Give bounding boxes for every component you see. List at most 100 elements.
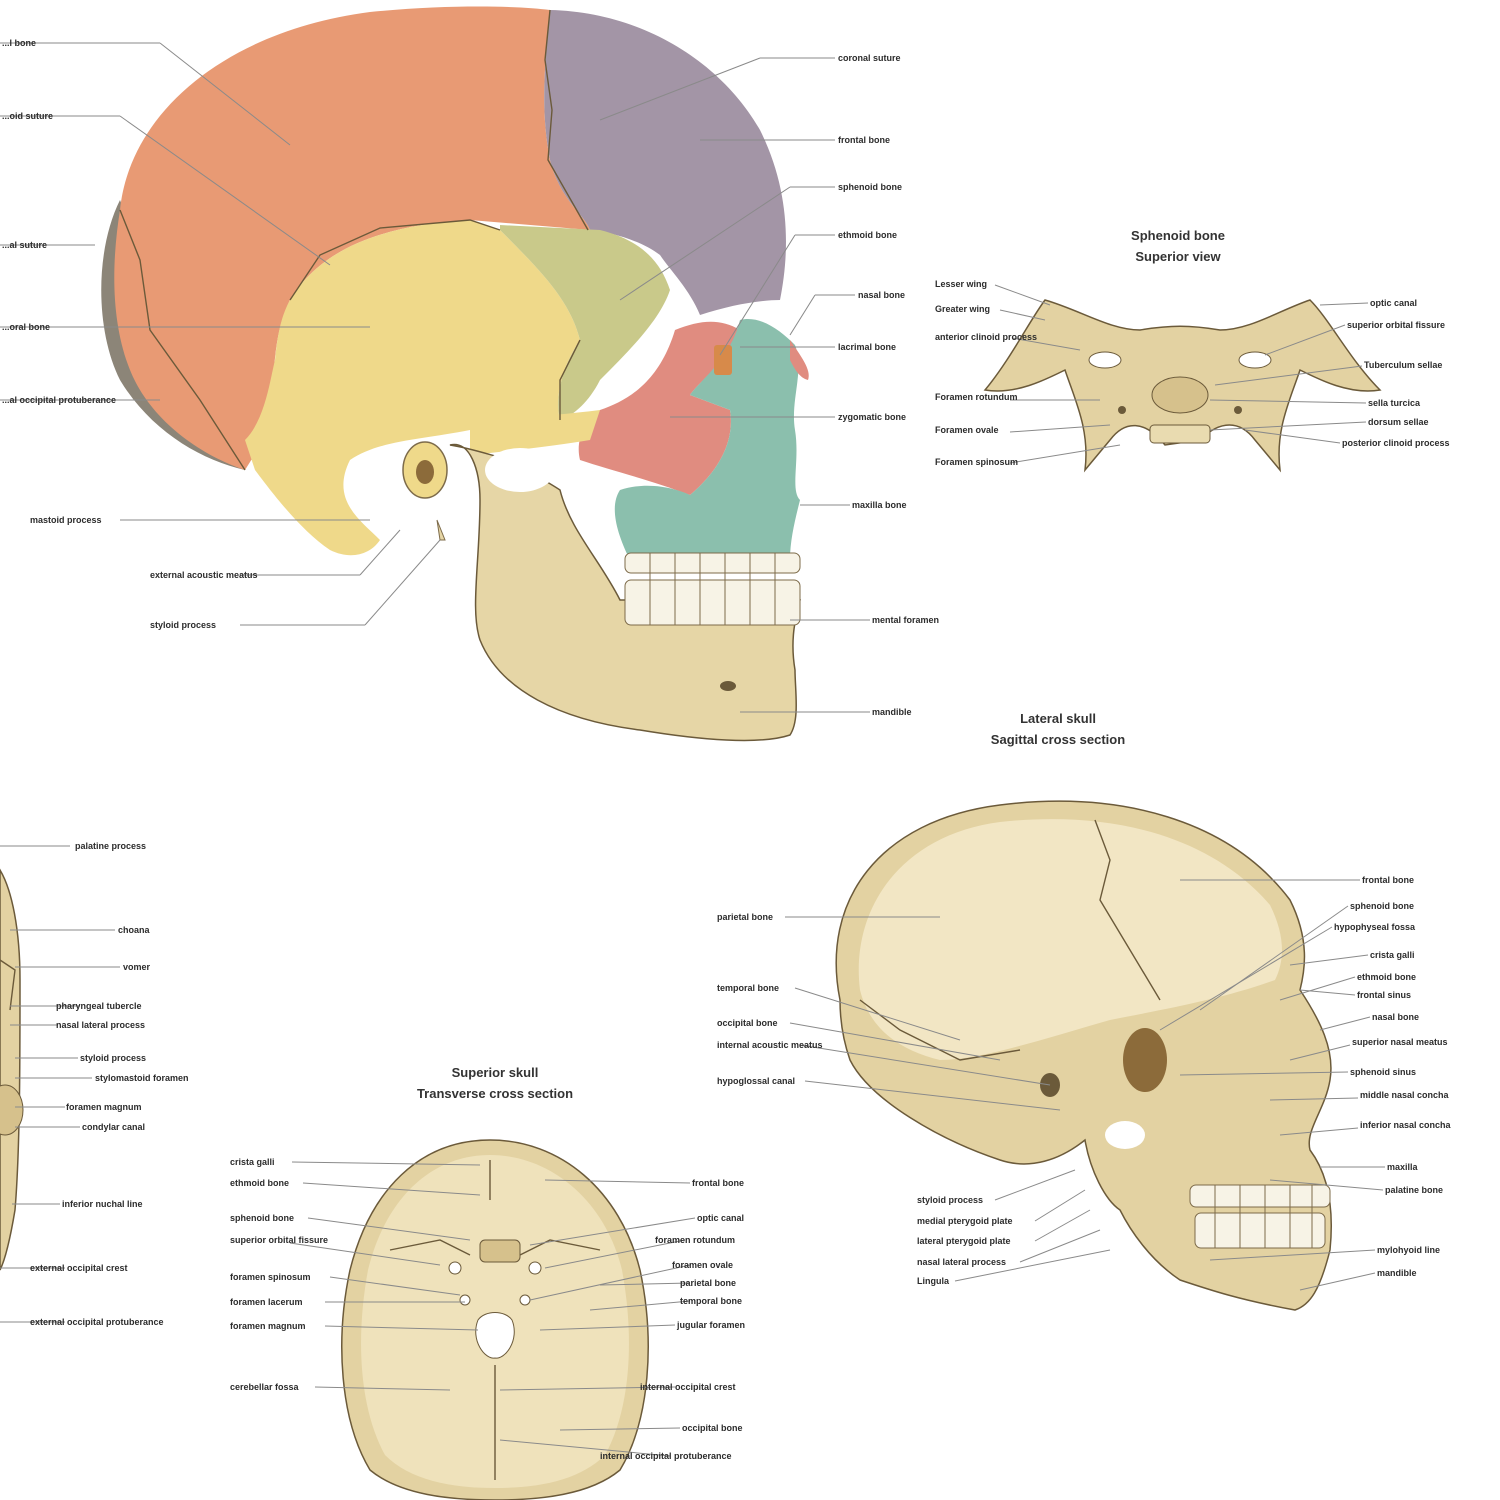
sagittal-labels: parietal bone temporal bone occipital bo… [717, 875, 1452, 1286]
lateral-leaders [0, 42, 870, 713]
label: lateral pterygoid plate [917, 1236, 1011, 1246]
label: optic canal [697, 1213, 744, 1223]
frontal-region [544, 10, 786, 315]
maxilla-region [614, 319, 800, 560]
label: jugular foramen [676, 1320, 745, 1330]
superior-subtitle: Transverse cross section [417, 1086, 573, 1101]
label: crista galli [1370, 950, 1415, 960]
temporal-region [245, 220, 580, 556]
sphenoid-leaders [994, 284, 1369, 464]
label: dorsum sellae [1368, 417, 1429, 427]
label: cerebellar fossa [230, 1382, 300, 1392]
label: nasal bone [1372, 1012, 1419, 1022]
label: mandible [1377, 1268, 1417, 1278]
label: zygomatic bone [838, 412, 906, 422]
label: superior nasal meatus [1352, 1037, 1448, 1047]
label: internal acoustic meatus [717, 1040, 823, 1050]
label: nasal bone [858, 290, 905, 300]
sagittal-title: Lateral skull [1020, 711, 1096, 726]
superior-illustration [341, 1139, 649, 1500]
label: sphenoid bone [1350, 901, 1414, 911]
label: superior orbital fissure [1347, 320, 1445, 330]
label: internal occipital crest [640, 1382, 736, 1392]
inferior-leaders [0, 845, 120, 1323]
label: parietal bone [717, 912, 773, 922]
label: styloid process [80, 1053, 146, 1063]
label: lacrimal bone [838, 342, 896, 352]
label: posterior clinoid process [1342, 438, 1450, 448]
label: superior orbital fissure [230, 1235, 328, 1245]
superior-labels: crista galli ethmoid bone sphenoid bone … [230, 1157, 745, 1461]
superior-title: Superior skull [452, 1065, 539, 1080]
label: palatine bone [1385, 1185, 1443, 1195]
label: external occipital crest [30, 1263, 128, 1273]
label: frontal bone [692, 1178, 744, 1188]
label: ...al suture [2, 240, 47, 250]
mandible-region [449, 443, 801, 742]
label: optic canal [1370, 298, 1417, 308]
label: palatine process [75, 841, 146, 851]
label: ethmoid bone [230, 1178, 289, 1188]
lateral-skull-illustration [101, 6, 809, 742]
inferior-labels: palatine process choana vomer pharyngeal… [30, 841, 189, 1327]
label: sphenoid bone [838, 182, 902, 192]
label: frontal bone [838, 135, 890, 145]
label: inferior nasal concha [1360, 1120, 1452, 1130]
label: maxilla bone [852, 500, 907, 510]
label: Greater wing [935, 304, 990, 314]
label: occipital bone [717, 1018, 778, 1028]
label: foramen ovale [672, 1260, 733, 1270]
sphenoid-title: Sphenoid bone [1131, 228, 1225, 243]
label: parietal bone [680, 1278, 736, 1288]
label: hypoglossal canal [717, 1076, 795, 1086]
label: frontal sinus [1357, 990, 1411, 1000]
label: sphenoid sinus [1350, 1067, 1416, 1077]
label: condylar canal [82, 1122, 145, 1132]
sphenoid-illustration [983, 299, 1382, 473]
lateral-labels-right: coronal suture frontal bone sphenoid bon… [838, 53, 939, 717]
label: styloid process [150, 620, 216, 630]
label: middle nasal concha [1360, 1090, 1450, 1100]
label: occipital bone [682, 1423, 743, 1433]
label: nasal lateral process [917, 1257, 1006, 1267]
label: foramen rotundum [655, 1235, 735, 1245]
label: ...oid suture [2, 111, 53, 121]
sphenoid-region [500, 225, 670, 420]
sphenoid-labels: Lesser wing Greater wing anterior clinoi… [935, 279, 1450, 467]
teeth [624, 552, 801, 626]
label: foramen magnum [66, 1102, 142, 1112]
label: sella turcica [1368, 398, 1421, 408]
sagittal-subtitle: Sagittal cross section [991, 732, 1125, 747]
label: choana [118, 925, 151, 935]
label: Lesser wing [935, 279, 987, 289]
label: external acoustic meatus [150, 570, 258, 580]
label: Foramen rotundum [935, 392, 1018, 402]
label: ...oral bone [2, 322, 50, 332]
label: hypophyseal fossa [1334, 922, 1416, 932]
label: Foramen ovale [935, 425, 999, 435]
label: internal occipital protuberance [600, 1451, 732, 1461]
label: inferior nuchal line [62, 1199, 143, 1209]
label: temporal bone [717, 983, 779, 993]
sagittal-leaders [785, 879, 1385, 1291]
label: ...al occipital protuberance [2, 395, 116, 405]
inferior-illustration-partial [0, 868, 24, 1271]
label: mylohyoid line [1377, 1245, 1440, 1255]
label: stylomastoid foramen [95, 1073, 189, 1083]
label: mandible [872, 707, 912, 717]
label: maxilla [1387, 1162, 1419, 1172]
lateral-labels-left: ...l bone ...oid suture ...al suture ...… [2, 38, 258, 630]
label: Foramen spinosum [935, 457, 1018, 467]
label: Lingula [917, 1276, 950, 1286]
label: coronal suture [838, 53, 901, 63]
label: ...l bone [2, 38, 36, 48]
label: crista galli [230, 1157, 275, 1167]
label: medial pterygoid plate [917, 1216, 1013, 1226]
label: mastoid process [30, 515, 102, 525]
label: ethmoid bone [1357, 972, 1416, 982]
label: temporal bone [680, 1296, 742, 1306]
label: anterior clinoid process [935, 332, 1037, 342]
label: foramen spinosum [230, 1272, 311, 1282]
label: mental foramen [872, 615, 939, 625]
